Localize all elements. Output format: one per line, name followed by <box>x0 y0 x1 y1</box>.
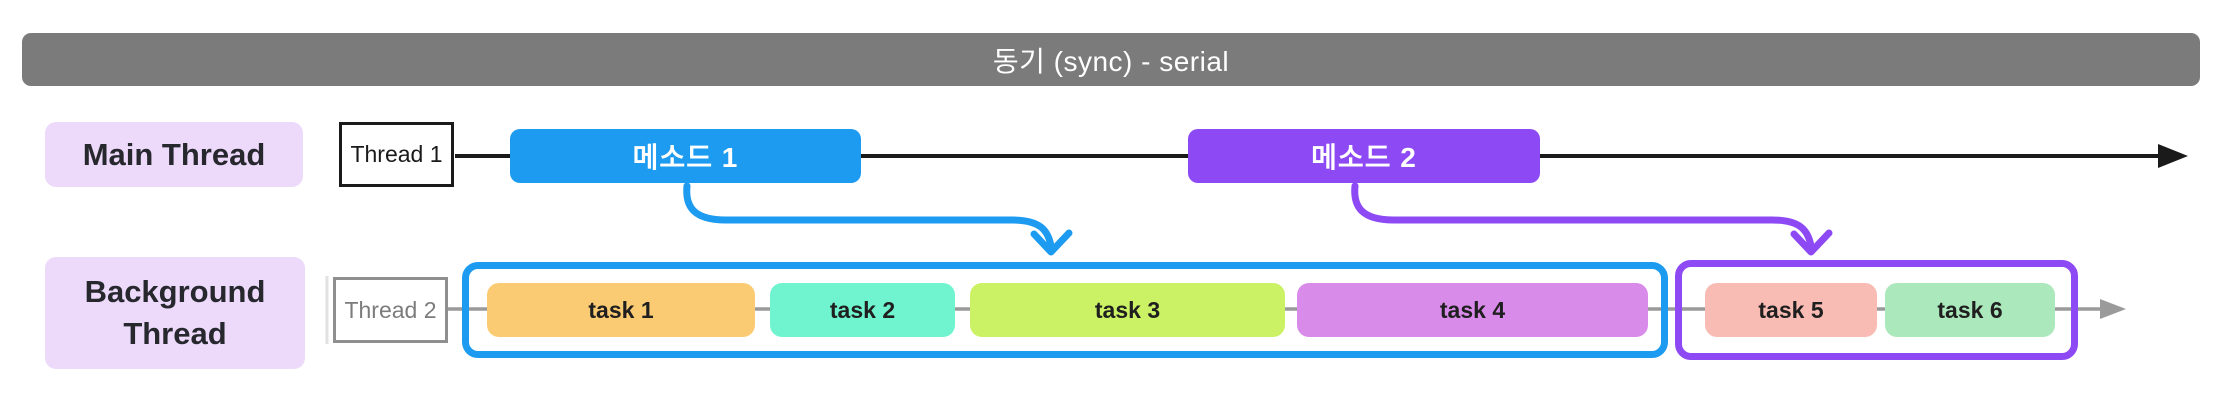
method2-dispatch-arrowhead-icon <box>1790 229 1833 256</box>
method1-label: 메소드 1 <box>632 142 739 173</box>
thread2-box: Thread 2 <box>333 277 448 343</box>
method2-dispatch-arrow <box>1351 182 1815 250</box>
task2-label: task 2 <box>829 296 896 323</box>
task2-box: task 2 <box>770 283 955 337</box>
task3-box: task 3 <box>970 283 1285 337</box>
background-thread-label: Background Thread <box>45 257 305 369</box>
thread1-box: Thread 1 <box>339 122 454 187</box>
background-timeline-arrowhead-icon <box>2100 299 2126 319</box>
main-thread-label-text: Main Thread <box>82 136 266 172</box>
method1-dispatch-arrowhead-icon <box>1030 229 1073 256</box>
task-group2-outline <box>1675 260 2078 360</box>
task4-box: task 4 <box>1297 283 1648 337</box>
diagram-title-bar: 동기 (sync) - serial <box>22 33 2200 86</box>
thread1-box-label: Thread 1 <box>350 141 443 167</box>
background-thread-label-line1: Background <box>84 274 266 310</box>
task1-box: task 1 <box>487 283 755 337</box>
thread2-box-label: Thread 2 <box>344 296 437 323</box>
method1-dispatch-arrow <box>683 182 1055 250</box>
main-thread-label: Main Thread <box>45 122 303 187</box>
method2-label: 메소드 2 <box>1311 142 1417 173</box>
task6-box: task 6 <box>1885 283 2055 337</box>
task5-label: task 5 <box>1758 296 1824 323</box>
diagram-title: 동기 (sync) - serial <box>992 45 1230 77</box>
task5-box: task 5 <box>1705 283 1877 337</box>
task3-label: task 3 <box>1094 296 1161 323</box>
background-thread-label-line2: Thread <box>123 316 227 351</box>
method2-box: 메소드 2 <box>1188 129 1540 183</box>
task4-label: task 4 <box>1439 296 1506 323</box>
task1-label: task 1 <box>588 296 654 323</box>
task6-label: task 6 <box>1937 296 2003 323</box>
task-group1-outline <box>462 262 1668 358</box>
main-timeline-arrowhead-icon <box>2158 144 2188 168</box>
method1-box: 메소드 1 <box>510 129 861 183</box>
